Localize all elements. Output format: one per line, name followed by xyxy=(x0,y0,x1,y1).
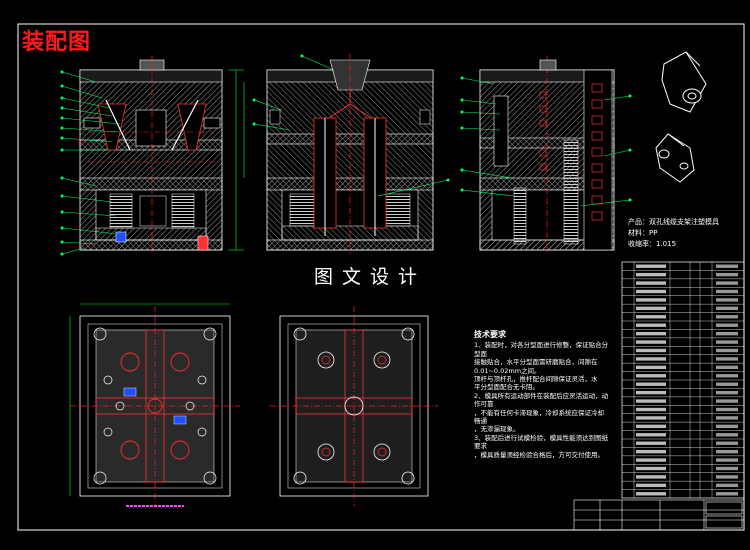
product-shrinkage: 收缩率：1.015 xyxy=(628,240,677,248)
parts-table-entry-mark xyxy=(716,281,738,285)
parts-table-entry-mark xyxy=(716,272,738,277)
right-view-leaders xyxy=(460,76,632,207)
parts-table-entry-mark xyxy=(716,289,738,294)
tech-line: 0.01~0.02mm之间。 xyxy=(474,366,541,375)
side-section-view xyxy=(266,54,434,254)
parts-table-entry-mark xyxy=(636,433,666,437)
parts-table-entry-mark xyxy=(636,483,666,488)
tech-line: 接触贴合，水平分型面需研磨贴合，间隙在 xyxy=(474,358,598,367)
parts-table-entry-mark xyxy=(636,441,666,445)
parts-table-entry-mark xyxy=(716,466,738,471)
parts-table-entry-mark xyxy=(716,306,738,311)
parts-table-entry-mark xyxy=(636,348,666,353)
parts-table-entry-mark xyxy=(716,424,738,429)
watermark-text: 图文设计 xyxy=(314,266,427,288)
parts-table-entry-mark xyxy=(716,399,738,403)
tech-line: 2、模具所有运动部件在装配后应灵活运动，动作可靠 xyxy=(474,391,609,409)
parts-table-entry-mark xyxy=(716,365,738,370)
parts-table-entry-mark xyxy=(716,407,738,412)
parts-table-entry-mark xyxy=(716,441,738,445)
product-material: 材料：PP xyxy=(628,229,658,237)
parts-table-entry-mark xyxy=(636,298,666,302)
parts-table-entry-mark xyxy=(636,374,666,378)
tech-line: 平分型面配合无卡阻。 xyxy=(474,383,539,392)
tech-line: ，模具质量须经检验合格后，方可交付使用。 xyxy=(474,450,604,459)
parts-table-entry-mark xyxy=(716,357,738,361)
parts-list-table xyxy=(621,261,745,499)
parts-table-entry-mark xyxy=(716,382,738,386)
parts-table-entry-mark xyxy=(636,466,666,471)
title-block xyxy=(573,499,745,531)
parts-table-entry-mark xyxy=(716,449,738,454)
parts-table-entry-mark xyxy=(636,264,666,268)
parts-table-entry-mark xyxy=(636,390,666,395)
tech-line: ，不能有任何卡滞现象，冷却系统应保证冷却畅通 xyxy=(474,408,604,426)
parts-table-entry-mark xyxy=(716,264,738,268)
right-section-view xyxy=(479,56,615,254)
parts-table-entry-mark xyxy=(636,340,666,344)
parts-table-entry-mark xyxy=(636,424,666,429)
tech-line: ，无渗漏现象。 xyxy=(474,425,520,434)
parts-table-entry-mark xyxy=(636,281,666,285)
parts-table-entry-mark xyxy=(716,483,738,488)
parts-table-entry-mark xyxy=(636,289,666,294)
parts-table-entry-mark xyxy=(716,374,738,378)
fixed-half-plan-view xyxy=(270,306,438,506)
front-section-view xyxy=(79,56,245,254)
moving-half-plan-view xyxy=(69,303,240,507)
parts-table-entry-mark xyxy=(636,475,666,479)
parts-table-entry-mark xyxy=(636,382,666,386)
parts-table-entry-mark xyxy=(636,306,666,311)
tech-requirements-heading: 技术要求 xyxy=(474,330,506,339)
parts-table-entry-mark xyxy=(636,365,666,370)
parts-table-entry-mark xyxy=(636,399,666,403)
parts-table-entry-mark xyxy=(716,331,738,336)
product-name: 产品：双孔线缆支架注塑模具 xyxy=(628,218,719,226)
parts-table-entry-mark xyxy=(636,315,666,319)
parts-table-entry-mark xyxy=(636,323,666,327)
drawing-title: 装配图 xyxy=(22,30,92,55)
parts-table-entry-mark xyxy=(636,458,666,462)
tech-line: 3、装配后进行试模检验，模具性能须达到图纸要求 xyxy=(474,433,609,451)
parts-table-entry-mark xyxy=(636,449,666,454)
parts-table-entry-mark xyxy=(716,298,738,302)
parts-table-entry-mark xyxy=(636,357,666,361)
parts-table-entry-mark xyxy=(716,433,738,437)
parts-table-entry-mark xyxy=(636,272,666,277)
parts-table-entry-mark xyxy=(716,390,738,395)
technical-requirements: 技术要求 1、装配时，对各分型面进行修整，保证贴合分型面 接触贴合，水平分型面需… xyxy=(474,330,609,459)
parts-table-entry-mark xyxy=(716,323,738,327)
parts-table-entry-mark xyxy=(716,315,738,319)
parts-table-entry-mark xyxy=(716,348,738,353)
parts-table-entry-mark xyxy=(716,475,738,479)
tech-line: 1、装配时，对各分型面进行修整，保证贴合分型面 xyxy=(474,341,609,358)
part-iso-view-bottom xyxy=(655,133,695,183)
part-iso-view-top xyxy=(661,51,707,113)
parts-table-entry-mark xyxy=(636,331,666,336)
front-view-leaders xyxy=(60,70,121,256)
product-info-block: 产品：双孔线缆支架注塑模具 材料：PP 收缩率：1.015 xyxy=(628,217,719,250)
parts-table-entry-mark xyxy=(716,458,738,462)
parts-table-entry-mark xyxy=(636,416,666,420)
parts-table-entry-mark xyxy=(716,416,738,420)
parts-table-entry-mark xyxy=(636,407,666,412)
tech-line: 顶杆与顶杆孔，推杆配合间隙保证灵活，水 xyxy=(474,375,598,384)
side-view-leaders xyxy=(252,54,450,197)
parts-table-entry-mark xyxy=(636,492,666,496)
parts-table-entry-mark xyxy=(716,492,738,496)
parts-table-entry-mark xyxy=(716,340,738,344)
